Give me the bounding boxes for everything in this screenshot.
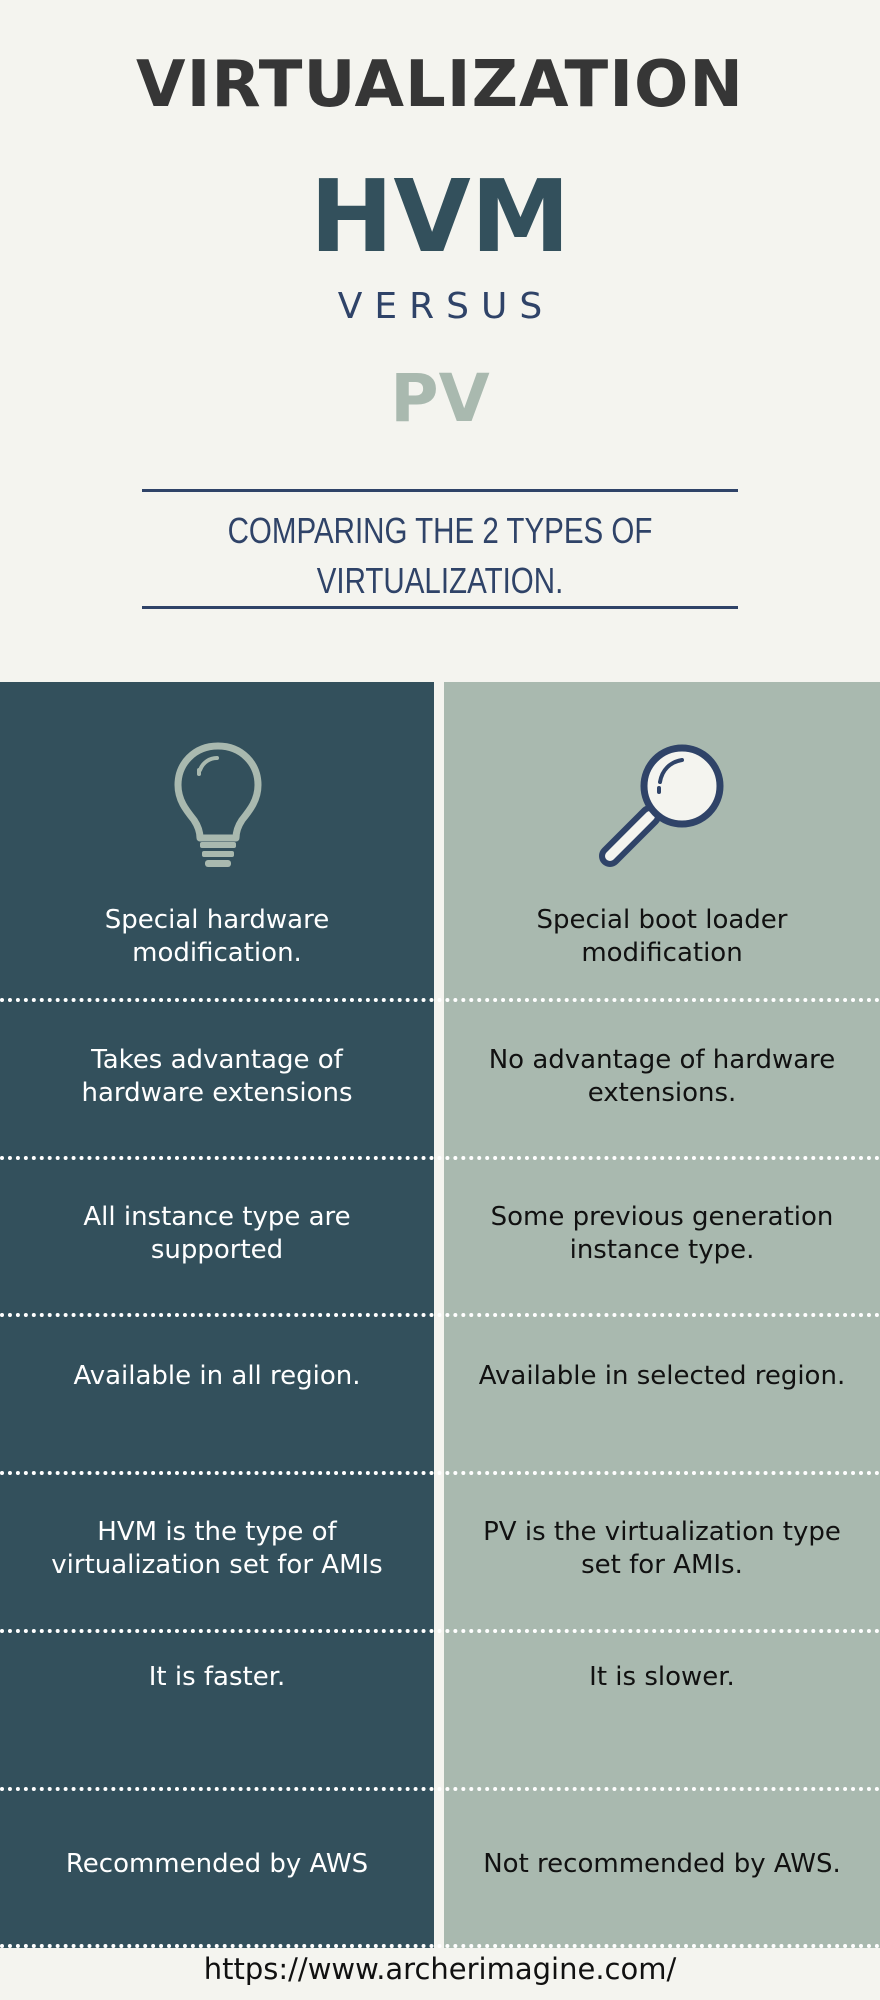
- row-divider: [0, 998, 880, 1002]
- row-divider: [0, 1629, 880, 1633]
- header: VIRTUALIZATION HVM VERSUS PV COMPARING T…: [0, 0, 880, 682]
- pv-item: Available in selected region.: [478, 1360, 846, 1391]
- footer-url: https://www.archerimagine.com/: [0, 1948, 880, 2000]
- pv-item: It is slower.: [589, 1661, 735, 1692]
- subtitle: COMPARING THE 2 TYPES OF VIRTUALIZATION.: [196, 506, 685, 606]
- hvm-item: Takes advantage of hardware extensions: [81, 1045, 353, 1108]
- hvm-item: It is faster.: [148, 1661, 286, 1692]
- pv-item: Not recommended by AWS.: [483, 1848, 841, 1879]
- versus-label: VERSUS: [337, 286, 555, 327]
- row-divider: [0, 1156, 880, 1160]
- pv-title: PV: [390, 360, 490, 437]
- divider-top: [142, 489, 738, 492]
- magnifier-icon: [599, 744, 724, 867]
- pv-item: No advantage of hardware extensions.: [488, 1045, 836, 1108]
- hvm-item: Available in all region.: [73, 1360, 361, 1391]
- main-title: VIRTUALIZATION: [136, 48, 744, 122]
- subtitle-line-1: COMPARING THE 2 TYPES OF: [227, 510, 653, 551]
- row-divider: [0, 1313, 880, 1317]
- pv-item: Some previous generation instance type.: [490, 1202, 834, 1265]
- hvm-item: Special hardware modification.: [104, 905, 330, 968]
- hvm-item: All instance type are supported: [83, 1202, 351, 1265]
- divider-bottom: [142, 606, 738, 609]
- lightbulb-icon: [174, 742, 262, 867]
- row-divider: [0, 1471, 880, 1475]
- row-divider: [0, 1787, 880, 1791]
- row-divider: [0, 1944, 880, 1948]
- hvm-item: Recommended by AWS: [65, 1848, 369, 1879]
- hvm-item: HVM is the type of virtualization set fo…: [51, 1517, 383, 1580]
- hvm-title: HVM: [309, 158, 571, 275]
- pv-item: Special boot loader modification: [536, 905, 788, 968]
- subtitle-line-2: VIRTUALIZATION.: [316, 560, 564, 601]
- pv-item: PV is the virtualization type set for AM…: [483, 1517, 841, 1580]
